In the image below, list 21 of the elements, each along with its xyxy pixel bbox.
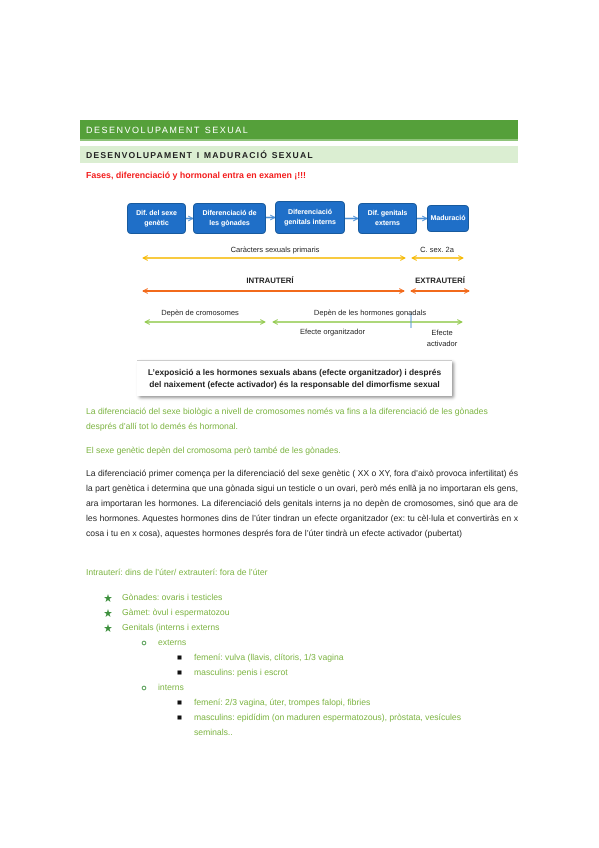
list-item: Genitals (interns i externs: [122, 621, 220, 634]
highlight-text: La diferenciació del sexe biològic a nivell de cromosomes només va fins a la diferenciació de les gònades després d’allí tot lo demés és hormonal.: [86, 405, 489, 434]
arrow: [266, 214, 276, 220]
title-banner: DESENVOLUPAMENT SEXUAL: [80, 120, 518, 141]
list-item: externs: [158, 636, 188, 649]
highlight-text: Intrauterí: dins de l’úter/ extrauterí: fora de l’úter: [86, 566, 269, 579]
paragraph: La diferenciació primer comença per la diferenciació del sexe genètic ( XX o XY, fora d’això provoca infertilitat) és la part genètica i determina que una gònada sigui un testicle o un ovari, però més enllà ja no importaran els gens, ara importaran les hormones. La diferenciació dels genitals interns ja no depèn de cromosomes, sinó que ara de les hormones. Aquestes hormones dins de l’úter tindran un efecte organitzador (ex: tu cèl·lula et convertiràs en x cosa i tu en x cosa), aquestes hormones després fora de l’úter tindrà un efecte activador (pubertat): [86, 467, 518, 540]
arrow: [345, 216, 358, 222]
arrow: [186, 216, 194, 222]
arrow: [417, 216, 428, 222]
list-item: Gàmet: òvul i espermatozou: [122, 606, 230, 619]
list-item: femení: 2/3 vagina, úter, trompes falopi, fibries: [194, 696, 372, 709]
section-heading: DESENVOLUPAMENT I MADURACIÓ SEXUAL: [80, 146, 518, 163]
highlight-text: El sexe genètic depèn del cromosoma però també de les gònades.: [86, 444, 342, 457]
list-item: Gònades: ovaris i testicles: [122, 591, 224, 604]
note-box: L’exposició a les hormones sexuals abans (efecte organitzador) i després del naixement (efecte activador) és la responsable del dimorfisme sexual: [137, 360, 452, 396]
list-item: interns: [158, 681, 185, 694]
exam-note: Fases, diferenciació y hormonal entra en examen ¡!!!: [86, 170, 307, 180]
list-item: femení: vulva (llavis, clítoris, 1/3 vagina: [194, 651, 344, 664]
list-item: masculins: epidídim (on maduren espermatozous), pròstata, vesícules seminals..: [194, 711, 462, 740]
list-item: masculins: penis i escrot: [194, 666, 289, 679]
